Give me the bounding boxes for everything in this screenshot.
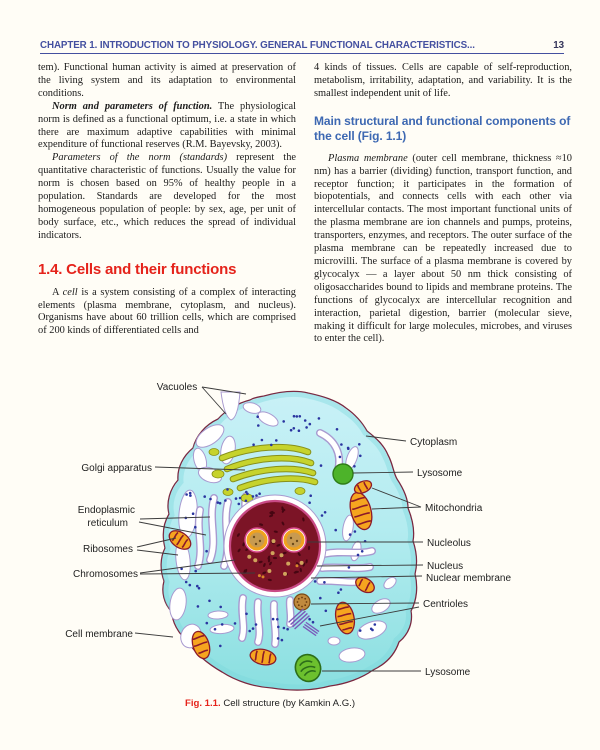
cell-diagram: Vacuoles Cytoplasm Golgi apparatus Lysos… xyxy=(65,382,511,691)
label-vacuoles: Vacuoles xyxy=(157,382,197,393)
figure-labels: Vacuoles Cytoplasm Golgi apparatus Lysos… xyxy=(65,382,511,678)
nucleolus-shape xyxy=(244,527,270,553)
paragraph: Parameters of the norm (standards) repre… xyxy=(38,152,296,242)
nucleus-shape xyxy=(223,494,327,598)
chapter-title: CHAPTER 1. INTRODUCTION TO PHYSIOLOGY. G… xyxy=(40,40,475,51)
paragraph-text: (outer cell membrane, thickness ≈10 nm) … xyxy=(314,152,572,345)
left-column: tem). Functional human activity is aimed… xyxy=(38,62,296,346)
label-lysosome-bottom: Lysosome xyxy=(425,667,471,678)
label-nuclear-membrane: Nuclear membrane xyxy=(426,573,511,584)
label-ribosomes: Ribosomes xyxy=(83,544,133,555)
label-reticulum: reticulum xyxy=(87,518,128,529)
label-nucleus: Nucleus xyxy=(427,561,463,572)
right-column: 4 kinds of tissues. Cells are capable of… xyxy=(314,62,572,346)
chromosome-speckles xyxy=(236,506,311,582)
paragraph: Plasma membrane (outer cell membrane, th… xyxy=(314,153,572,347)
paragraph-text: tem). Functional human activity is aimed… xyxy=(38,62,296,99)
figure-caption: Fig. 1.1. Cell structure (by Kamkin A.G.… xyxy=(0,698,540,709)
paragraph-text: The physiological norm is defined as a f… xyxy=(38,100,296,151)
mitochondria-shapes xyxy=(168,480,375,666)
subsection-heading: Main structural and functional component… xyxy=(314,113,571,143)
label-nucleolus: Nucleolus xyxy=(427,538,471,549)
label-centrioles: Centrioles xyxy=(423,599,468,610)
label-lysosome-top: Lysosome xyxy=(417,468,463,479)
label-golgi-apparatus: Golgi apparatus xyxy=(81,463,152,474)
text-columns: tem). Functional human activity is aimed… xyxy=(38,62,572,346)
page-number: 13 xyxy=(553,40,564,51)
figure-1-1: Vacuoles Cytoplasm Golgi apparatus Lysos… xyxy=(0,378,600,693)
paragraph-lead: Norm and parameters of function. xyxy=(52,100,213,112)
label-chromosomes: Chromosomes xyxy=(73,569,138,580)
vacuole-shapes xyxy=(220,391,279,427)
lysosome-shapes xyxy=(294,463,354,683)
paragraph: A cell is a system consisting of a compl… xyxy=(38,287,296,339)
label-cell-membrane: Cell membrane xyxy=(65,629,133,640)
paragraph-text: is a system consisting of a complex of i… xyxy=(38,286,296,337)
paragraph: 4 kinds of tissues. Cells are capable of… xyxy=(314,62,572,101)
label-mitochondria: Mitochondria xyxy=(425,503,483,514)
nucleolus-shape xyxy=(281,527,307,553)
leader-lines xyxy=(134,386,424,672)
label-endoplasmic: Endoplasmic xyxy=(78,505,135,516)
figure-caption-number: Fig. 1.1. xyxy=(184,698,221,709)
paragraph-lead: Parameters of the norm (standards) xyxy=(52,152,228,164)
centriole-shapes xyxy=(288,593,320,637)
ribosome-dots xyxy=(180,414,377,648)
paragraph-text: 4 kinds of tissues. Cells are capable of… xyxy=(314,62,572,99)
figure-caption-text: Cell structure (by Kamkin A.G.) xyxy=(220,698,356,709)
running-head: CHAPTER 1. INTRODUCTION TO PHYSIOLOGY. G… xyxy=(40,40,564,54)
paragraph: Norm and parameters of function. The phy… xyxy=(38,101,296,153)
golgi-apparatus-shape xyxy=(208,443,319,503)
paragraph-text: A xyxy=(52,286,63,298)
paragraph: tem). Functional human activity is aimed… xyxy=(38,62,296,101)
label-cytoplasm: Cytoplasm xyxy=(410,437,457,448)
paragraph-text: represent the quantitative characteristi… xyxy=(38,152,296,241)
section-heading: 1.4. Cells and their functions xyxy=(38,260,237,278)
term-italic: cell xyxy=(62,286,78,298)
paragraph-lead: Plasma membrane xyxy=(328,152,408,164)
